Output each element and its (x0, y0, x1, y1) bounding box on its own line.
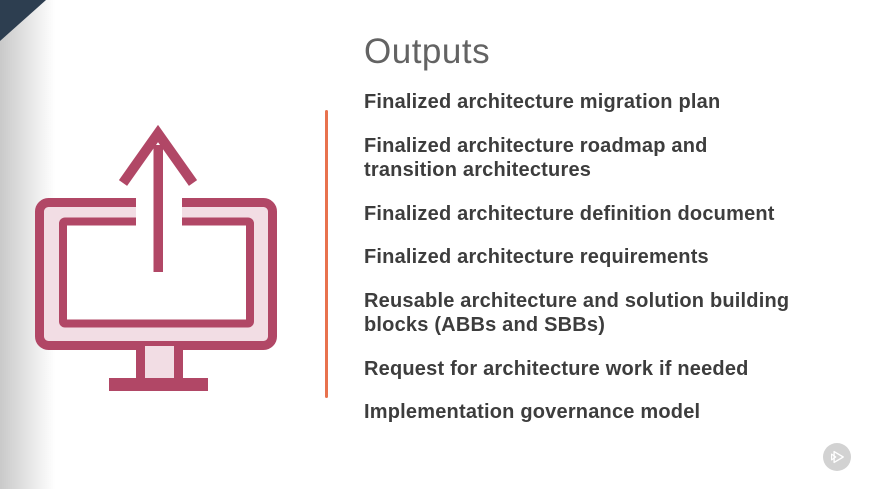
upload-monitor-icon (35, 124, 277, 391)
list-item: Finalized architecture requirements (364, 246, 709, 268)
list-item: Request for architecture work if needed (364, 357, 749, 380)
list-item: Finalized architecture definition docume… (364, 202, 775, 225)
corner-triangle-icon (0, 0, 46, 41)
list-item: Implementation governance model (364, 401, 701, 423)
outputs-list: Finalized architecture migration plan Fi… (364, 90, 846, 444)
page-title: Outputs (364, 32, 491, 71)
play-logo-icon (831, 450, 844, 464)
list-item: Finalized architecture migration plan (364, 91, 721, 113)
play-logo-button[interactable] (823, 443, 851, 471)
list-item: Finalized architecture roadmap and trans… (364, 134, 708, 182)
section-divider-line (325, 110, 328, 398)
list-item: Reusable architecture and solution build… (364, 289, 790, 337)
